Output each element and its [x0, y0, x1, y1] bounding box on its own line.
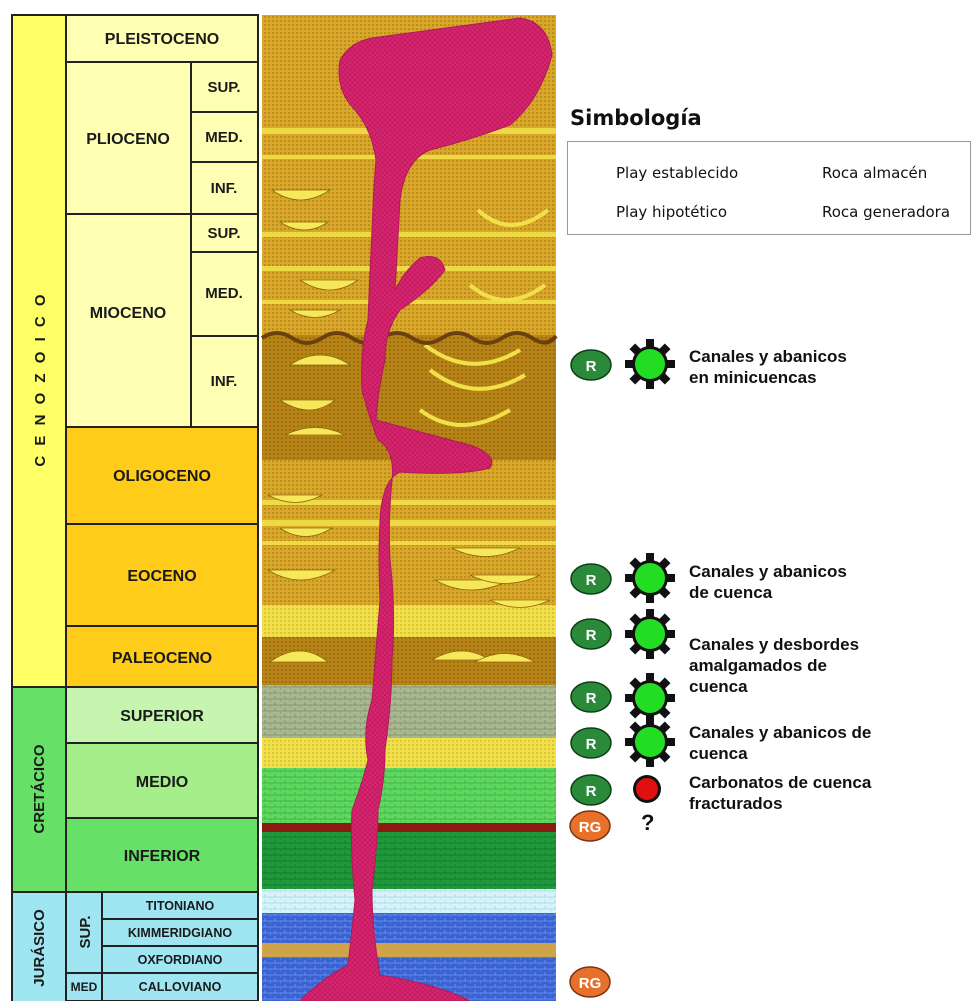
- sub-label-mio-med: MED.: [205, 285, 243, 302]
- lithology-kimmeridgiano: [262, 913, 556, 943]
- play-established-icon: [625, 717, 675, 767]
- epoch-label-pleistoceno: PLEISTOCENO: [105, 31, 219, 48]
- lithology-sand-band-paleocene: [262, 605, 556, 637]
- svg-text:R: R: [586, 783, 597, 800]
- sub-label-plio-inf: INF.: [211, 180, 238, 197]
- svg-text:R: R: [586, 627, 597, 644]
- reservoir-marker: R: [571, 350, 611, 380]
- epoch-label-jur-sup: SUP.: [77, 915, 94, 948]
- stage-label-calloviano: CALLOVIANO: [139, 980, 222, 994]
- epoch-label-inferior: INFERIOR: [124, 848, 201, 865]
- lithology-sand-superior: [262, 738, 556, 768]
- svg-text:RG: RG: [579, 975, 602, 992]
- legend-reservoir-label: Roca almacén: [822, 164, 927, 182]
- svg-text:RG: RG: [579, 819, 602, 836]
- legend-title: Simbología: [570, 106, 702, 130]
- epoch-label-mioceno: MIOCENO: [90, 305, 166, 322]
- stage-label-kimmeridgiano: KIMMERIDGIANO: [128, 926, 232, 940]
- stage-label-titoniano: TITONIANO: [146, 899, 215, 913]
- epoch-label-plioceno: PLIOCENO: [86, 131, 170, 148]
- epoch-label-medio: MEDIO: [136, 774, 188, 791]
- play-markers: R R R R R R RG RG: [570, 339, 675, 997]
- lithology-marl-superior: [262, 685, 556, 738]
- play-hypothetical-icon: [633, 775, 661, 803]
- epoch-label-oligoceno: OLIGOCENO: [113, 468, 211, 485]
- epoch-label-paleoceno: PALEOCENO: [112, 650, 212, 667]
- legend-play-established-label: Play establecido: [616, 164, 738, 182]
- reservoir-marker: R: [571, 775, 611, 805]
- sub-label-plio-sup: SUP.: [207, 79, 240, 96]
- epoch-label-jur-med: MED: [71, 980, 98, 994]
- play-established-icon: [625, 673, 675, 723]
- lithology-source-rock-band: [262, 823, 556, 832]
- svg-text:R: R: [586, 572, 597, 589]
- era-label-cenozoico: C E N O Z O I C O: [32, 291, 49, 466]
- reservoir-marker: R: [571, 619, 611, 649]
- lithology-carbonate-inferior: [262, 832, 556, 889]
- svg-text:R: R: [586, 690, 597, 707]
- question-mark: ?: [641, 810, 654, 836]
- svg-text:R: R: [586, 358, 597, 375]
- play-established-icon: [625, 339, 675, 389]
- reservoir-marker: R: [571, 682, 611, 712]
- era-label-cretacico: CRETÁCICO: [31, 744, 48, 833]
- epoch-label-eoceno: EOCENO: [127, 568, 196, 585]
- sub-label-mio-sup: SUP.: [207, 225, 240, 242]
- lithology-column: [262, 15, 556, 1001]
- lithology-titoniano: [262, 889, 556, 913]
- svg-text:R: R: [586, 736, 597, 753]
- lithology-carbonate-medio: [262, 768, 556, 823]
- legend-play-hypothetical-label: Play hipotético: [616, 203, 727, 221]
- reservoir-marker: R: [571, 564, 611, 594]
- sub-label-plio-med: MED.: [205, 129, 243, 146]
- source-rock-marker: RG: [570, 967, 610, 997]
- source-rock-marker: RG: [570, 811, 610, 841]
- chronostratigraphic-table: C E N O Z O I C O CRETÁCICO JURÁSICO PLE…: [12, 15, 258, 1001]
- era-label-jurasico: JURÁSICO: [31, 909, 48, 987]
- lithology-oxfordiano-band: [262, 943, 556, 957]
- stage-label-oxfordiano: OXFORDIANO: [138, 953, 223, 967]
- epoch-label-superior: SUPERIOR: [120, 708, 204, 725]
- play-established-icon: [625, 609, 675, 659]
- legend-source-rock-label: Roca generadora: [822, 203, 950, 221]
- sub-label-mio-inf: INF.: [211, 373, 238, 390]
- reservoir-marker: R: [571, 728, 611, 758]
- play-established-icon: [625, 553, 675, 603]
